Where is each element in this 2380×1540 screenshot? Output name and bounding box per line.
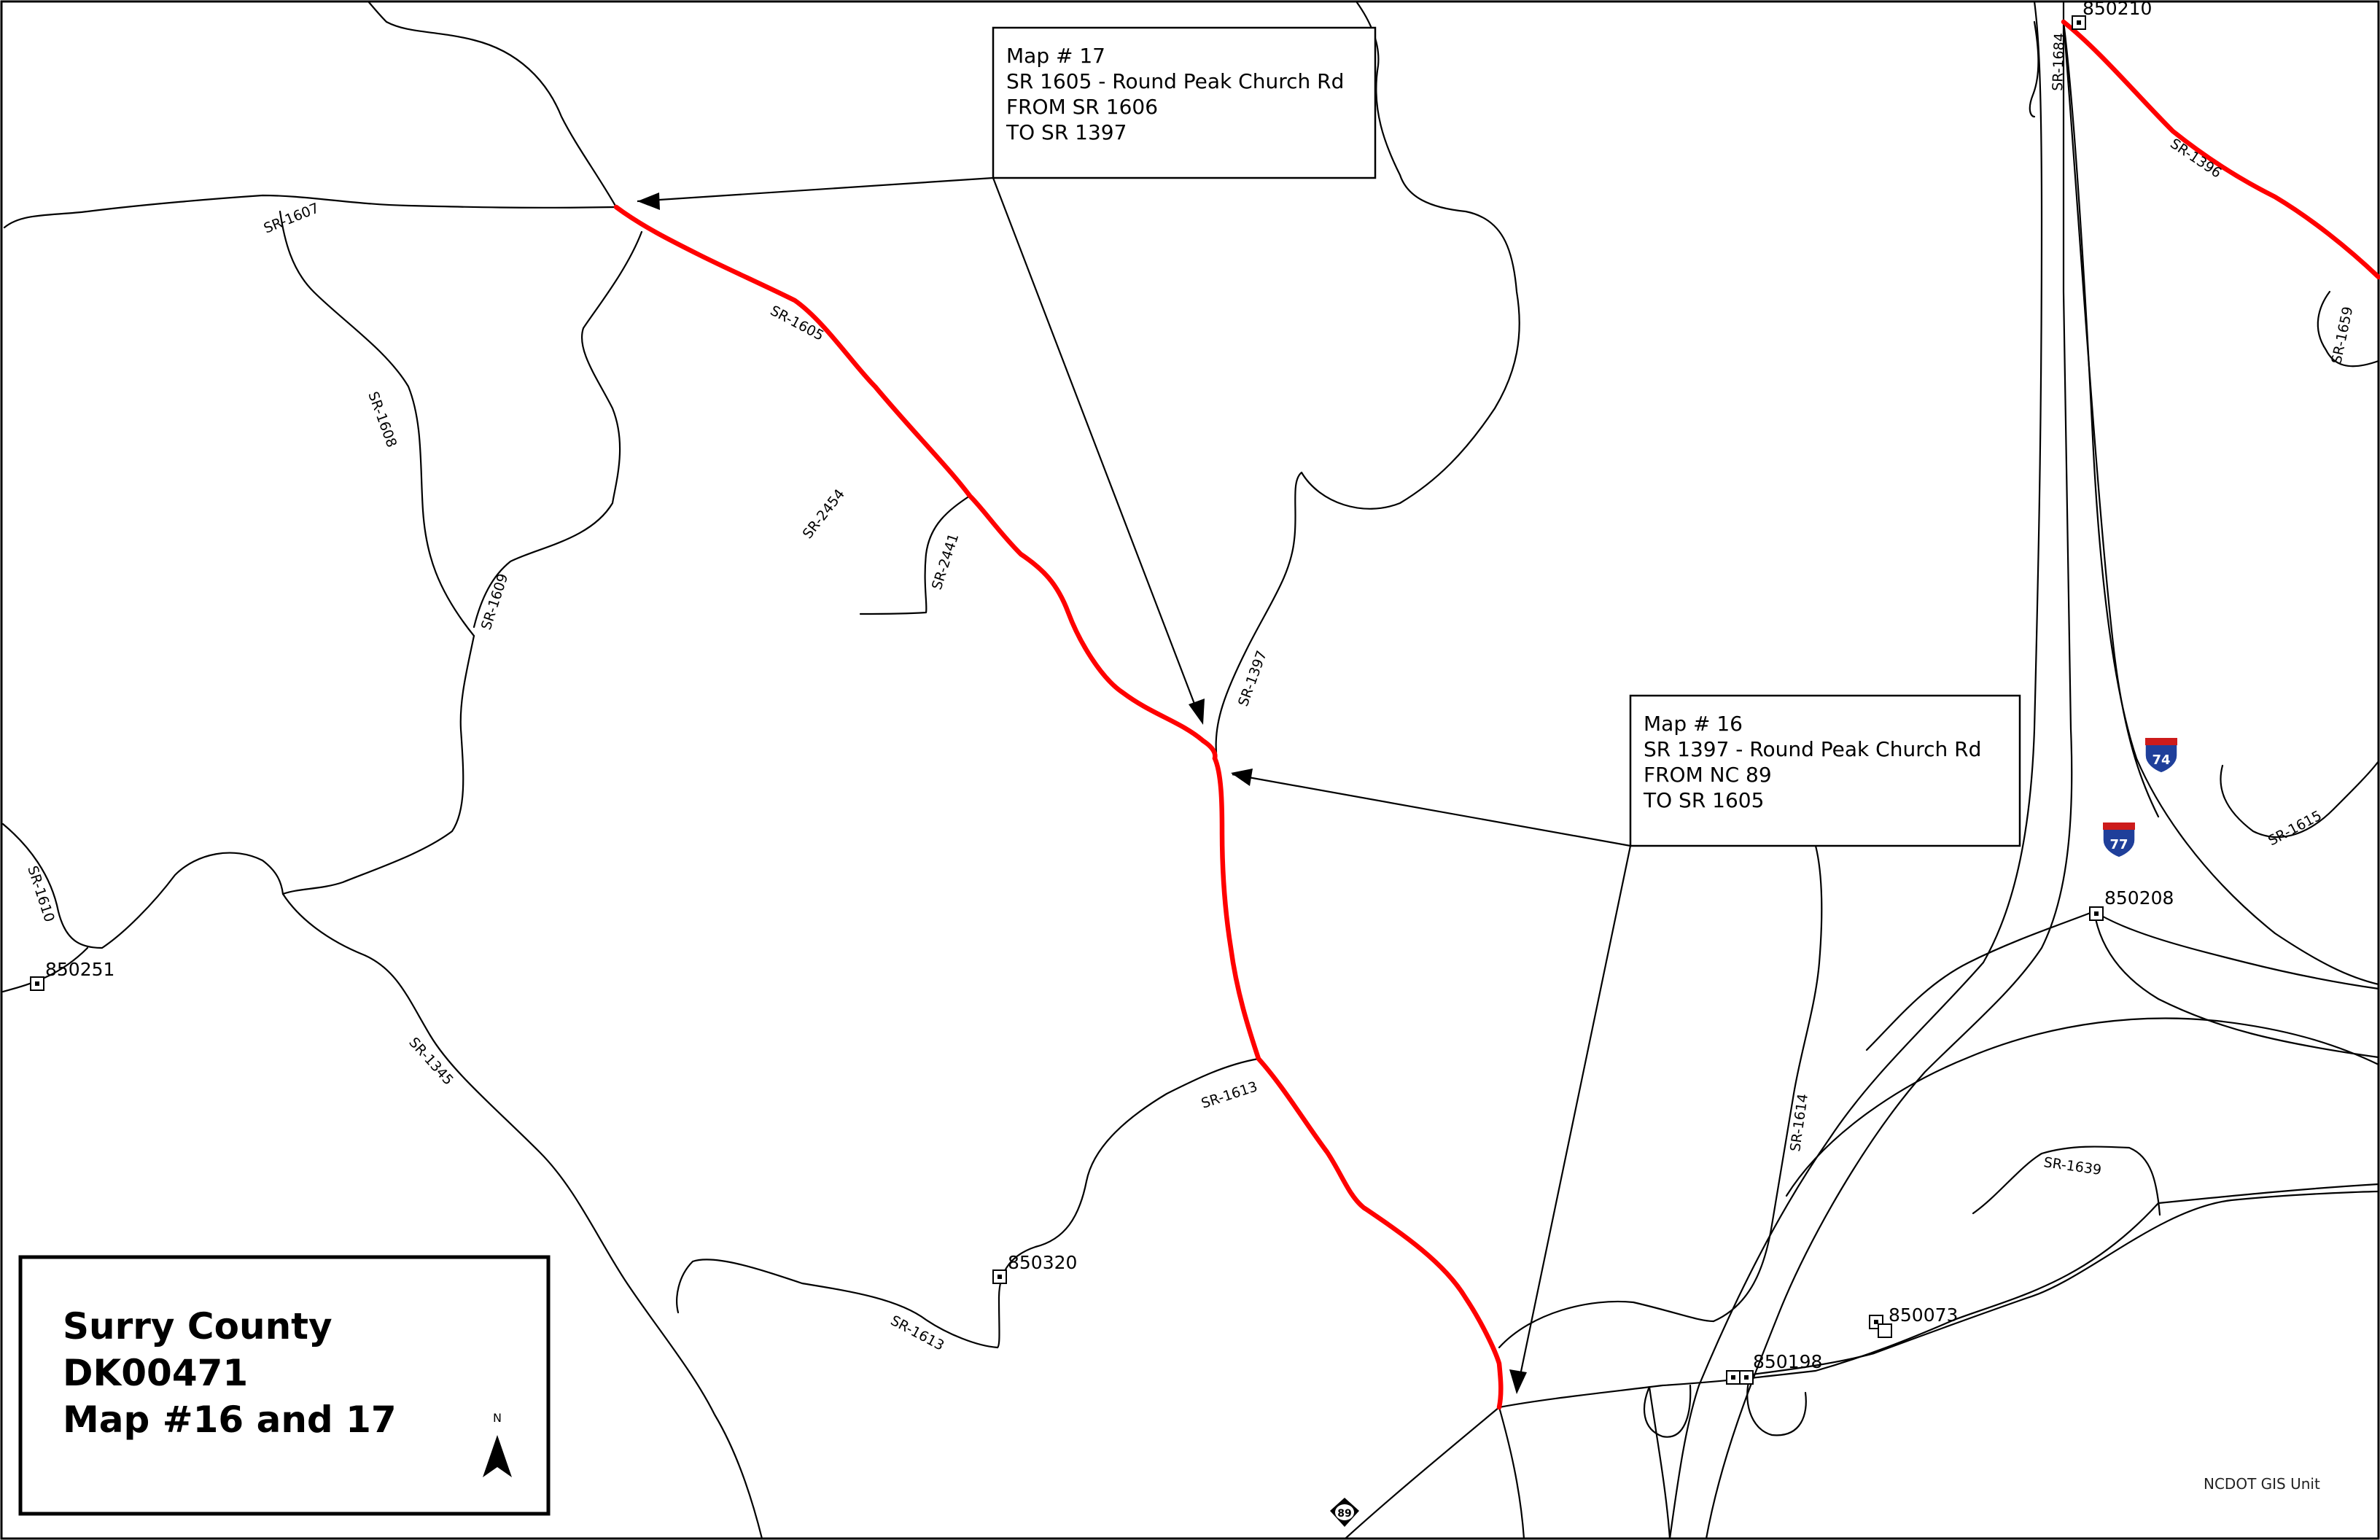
- callout-map17-arrowhead-south: [1189, 699, 1205, 725]
- callout-map16: Map # 16 SR 1397 - Round Peak Church Rd …: [1231, 694, 2021, 1394]
- road-sr1397-north: [1300, 0, 1520, 510]
- node-850320: 850320: [992, 1252, 1077, 1284]
- road-north-upper: [385, 20, 618, 209]
- road-north-top: [367, 0, 388, 23]
- road-sr1609: [281, 634, 475, 895]
- shield-i74-number: 74: [2152, 752, 2170, 768]
- road-850208-south: [2093, 910, 2380, 1059]
- callout-map16-arrowhead-west: [1231, 769, 1253, 786]
- node-label-850251: 850251: [45, 959, 114, 980]
- road-sr1659: [2317, 290, 2380, 368]
- callout-map16-box: [1629, 694, 2021, 847]
- title-project-id: DK00471: [63, 1352, 248, 1394]
- road-loop-west: [1498, 1300, 1715, 1349]
- road-i74-ramp-inner: [2062, 20, 2160, 818]
- node-label-850320: 850320: [1008, 1252, 1077, 1273]
- road-sr1613-south: [676, 1259, 999, 1349]
- road-sr1639: [1972, 1146, 2161, 1216]
- node-label-850208: 850208: [2104, 887, 2174, 909]
- callout-map17-arrow-south: [992, 177, 1202, 720]
- road-850208-east: [2093, 910, 2380, 990]
- road-sr1614: [1712, 844, 1823, 1323]
- callout-map16-line3: FROM NC 89: [1644, 763, 1772, 787]
- callout-map16-arrow-west: [1232, 773, 1631, 847]
- highlighted-routes: [613, 19, 2380, 1410]
- node-label-850073: 850073: [1889, 1304, 1958, 1326]
- callout-map17-line1: Map # 17: [1006, 44, 1105, 68]
- callout-map17-line3: FROM SR 1606: [1006, 95, 1158, 119]
- north-arrow-label: N: [493, 1411, 502, 1425]
- road-sr2441: [859, 494, 971, 615]
- road-sr1607: [3, 194, 618, 229]
- shield-i77: 77: [2102, 822, 2136, 858]
- node-850198: 850198: [1726, 1351, 1822, 1385]
- title-block: Surry County DK00471 Map #16 and 17 N: [18, 1255, 551, 1516]
- route-sr1605: [613, 204, 1218, 761]
- shield-nc89: 89: [1330, 1498, 1359, 1527]
- road-label-sr1684: SR-1684: [2050, 33, 2068, 91]
- shield-nc89-number: 89: [1337, 1508, 1351, 1520]
- road-sr1613: [996, 1057, 1260, 1349]
- road-south-stub-a: [1498, 1406, 1525, 1540]
- road-sr1397: [1215, 471, 1303, 754]
- callout-map17-arrowhead-west: [637, 192, 660, 210]
- shield-i77-number: 77: [2109, 837, 2128, 852]
- node-label-850198: 850198: [1753, 1351, 1822, 1372]
- node-850210: 850210: [2072, 0, 2152, 30]
- nodes: 850210 850251 850208 850320 850198: [30, 0, 2174, 1385]
- road-arc-south: [1785, 1017, 2380, 1197]
- route-sr1397: [1212, 755, 1504, 1410]
- callout-map17-arrow-west: [637, 176, 994, 203]
- road-i77-east: [1705, 0, 2073, 1540]
- node-850208: 850208: [2089, 887, 2174, 921]
- node-label-850210: 850210: [2082, 0, 2152, 19]
- credit-text: NCDOT GIS Unit: [2204, 1475, 2320, 1493]
- road-loop-b: [1746, 1375, 1807, 1436]
- road-sr1608: [279, 210, 475, 637]
- shield-i74: 74: [2144, 738, 2178, 774]
- road-850208-west: [1865, 910, 2096, 1051]
- callout-map16-line1: Map # 16: [1644, 712, 1743, 736]
- road-nc89-parallel: [1734, 1190, 2380, 1378]
- callout-map16-arrowhead-south: [1509, 1369, 1527, 1394]
- road-sr1684: [2029, 20, 2039, 118]
- node-850073: 850073: [1869, 1304, 1958, 1338]
- road-i77-west: [1668, 0, 2043, 1540]
- road-sr1615: [2220, 760, 2380, 839]
- callout-map17-line4: TO SR 1397: [1006, 120, 1127, 144]
- route-sr1396: [2061, 19, 2380, 280]
- title-box: [18, 1255, 551, 1516]
- callout-map16-line2: SR 1397 - Round Peak Church Rd: [1644, 737, 1981, 761]
- callout-map16-arrow-south: [1517, 845, 1632, 1386]
- node-850251: 850251: [30, 959, 114, 991]
- road-1605-south-branch: [472, 230, 643, 629]
- north-arrow-icon: N: [483, 1411, 512, 1477]
- title-map-numbers: Map #16 and 17: [63, 1399, 397, 1441]
- road-south-stub-b: [1648, 1385, 1671, 1540]
- callout-map17: Map # 17 SR 1605 - Round Peak Church Rd …: [637, 26, 1377, 725]
- road-loop-a: [1643, 1384, 1692, 1438]
- title-county: Surry County: [63, 1305, 332, 1348]
- callout-map16-line4: TO SR 1605: [1643, 788, 1764, 812]
- callout-map17-line2: SR 1605 - Round Peak Church Rd: [1006, 69, 1344, 93]
- callout-map17-box: [992, 26, 1377, 179]
- road-sr1345: [281, 892, 763, 1540]
- road-sr1610: [1, 822, 284, 949]
